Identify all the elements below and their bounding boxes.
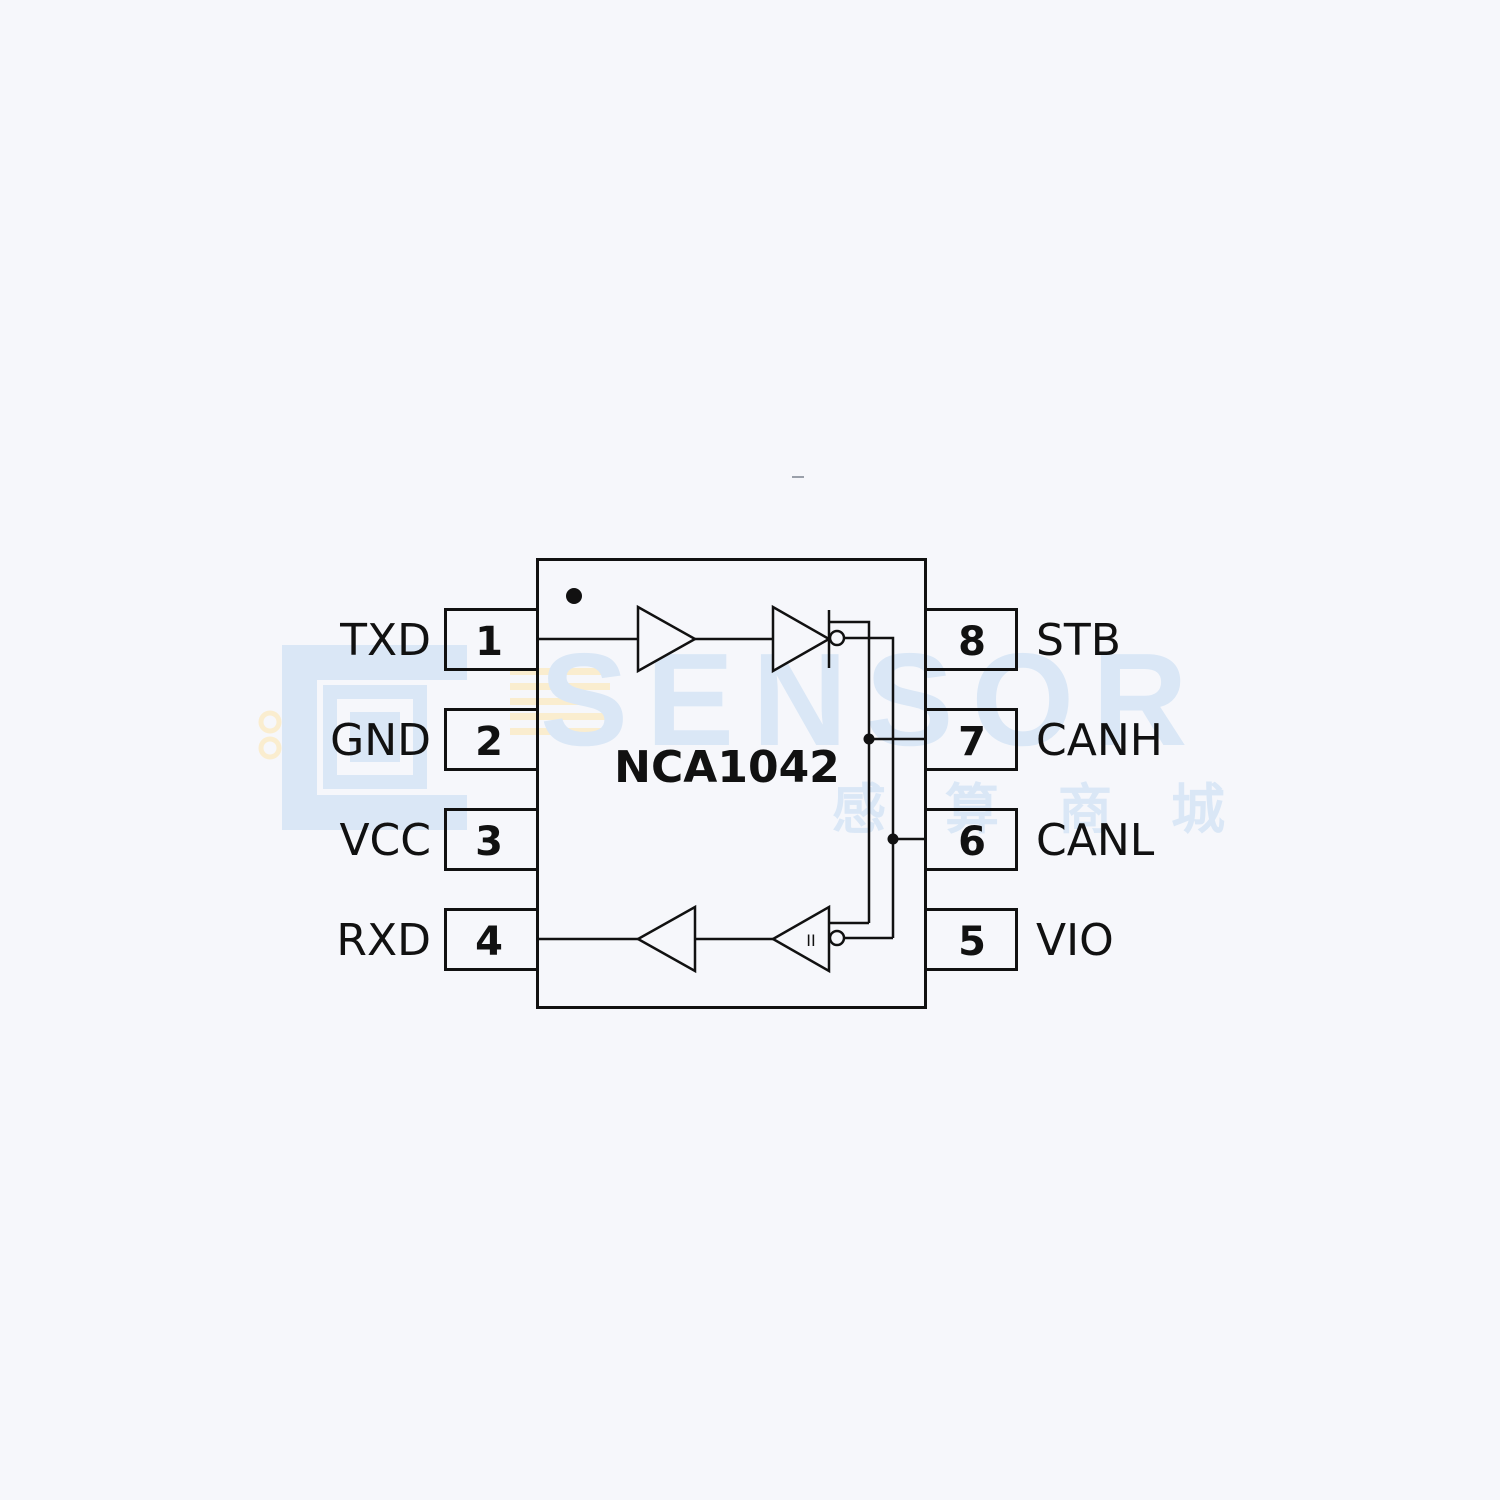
chip-body — [536, 558, 927, 1009]
pin-4: 4 RXD — [336, 908, 537, 971]
pin-box — [925, 908, 1018, 971]
receiver-inverting-bubble-icon — [828, 929, 846, 947]
watermark-logo-icon — [258, 645, 610, 830]
pin-1-indicator-dot — [566, 588, 582, 604]
canh-drive-wire — [829, 620, 871, 923]
watermark: SENSOR 感 算 商 城 — [258, 626, 1247, 840]
pin-6: 6 CANL — [925, 808, 1155, 871]
pin-box — [444, 708, 537, 771]
pin-name: VCC — [339, 815, 431, 866]
can-receiver-icon — [770, 904, 831, 974]
pin-number: 6 — [958, 819, 986, 865]
pin-box — [444, 808, 537, 871]
pin-number: 1 — [475, 619, 503, 665]
pin-box — [925, 608, 1018, 671]
chip-part-number: NCA1042 — [614, 742, 840, 793]
receive-path — [537, 904, 893, 974]
pin-3: 3 VCC — [339, 808, 537, 871]
pin-name: TXD — [339, 615, 431, 666]
pin-name: RXD — [336, 915, 431, 966]
pin-box — [925, 808, 1018, 871]
pin-name: CANL — [1036, 815, 1155, 866]
rxd-buffer-icon — [635, 904, 697, 974]
pin-8: 8 STB — [925, 608, 1121, 671]
pin-number: 3 — [475, 819, 503, 865]
stray-mark — [792, 476, 804, 478]
transmit-path — [537, 604, 895, 938]
receiver-label: II — [806, 931, 815, 950]
right-pins: 8 STB 7 CANH 6 CANL 5 VIO — [925, 608, 1163, 971]
can-driver-icon — [771, 604, 832, 674]
canl-junction-dot — [887, 833, 899, 845]
driver-inverting-bubble-icon — [828, 629, 846, 647]
pin-2: 2 GND — [330, 708, 537, 771]
pin-name: GND — [330, 715, 431, 766]
watermark-cjk-text: 感 算 商 城 — [832, 780, 1247, 840]
pin-box — [444, 908, 537, 971]
pin-number: 7 — [958, 719, 986, 765]
pin-5: 5 VIO — [925, 908, 1114, 971]
txd-buffer-icon — [636, 604, 698, 674]
pin-1: 1 TXD — [339, 608, 537, 671]
canh-junction-dot — [863, 733, 875, 745]
pin-number: 4 — [475, 919, 503, 965]
pin-7: 7 CANH — [925, 708, 1163, 771]
pin-name: CANH — [1036, 715, 1163, 766]
pin-number: 5 — [958, 919, 986, 965]
pin-box — [925, 708, 1018, 771]
left-pins: 1 TXD 2 GND 3 VCC 4 RXD — [330, 608, 537, 971]
pin-name: VIO — [1036, 915, 1114, 966]
pin-number: 2 — [475, 719, 503, 765]
pin-number: 8 — [958, 619, 986, 665]
pin-name: STB — [1036, 615, 1121, 666]
pin-box — [444, 608, 537, 671]
